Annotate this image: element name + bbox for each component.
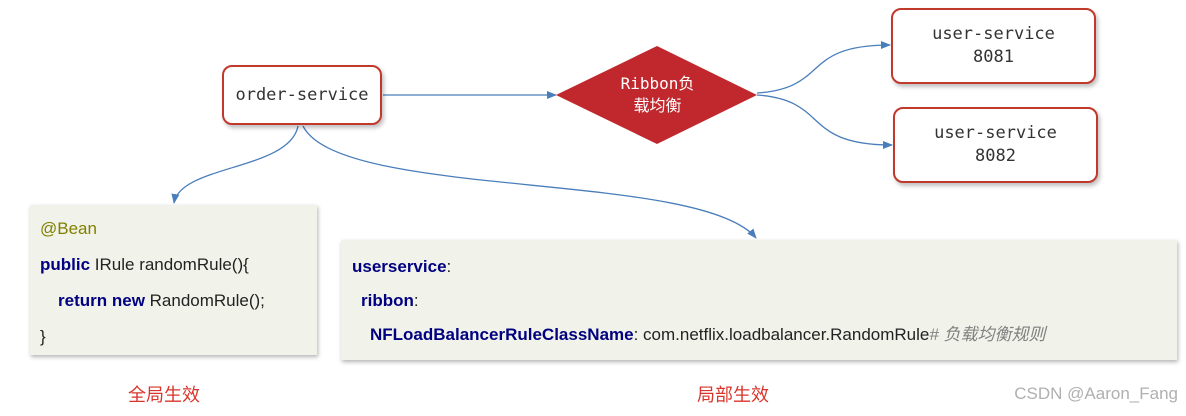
yaml-comment: # 负载均衡规则 <box>929 325 1046 344</box>
yaml-key-rule-classname: NFLoadBalancerRuleClassName <box>370 325 634 344</box>
ribbon-label: Ribbon负 载均衡 <box>595 73 720 117</box>
user-service-8082-name: user-service <box>934 123 1057 143</box>
keyword-public: public <box>40 255 91 274</box>
arrow-ribbon-to-8082 <box>756 94 893 149</box>
keyword-new: new <box>111 291 145 310</box>
order-service-node: order-service <box>222 65 382 125</box>
user-service-8081-port: 8081 <box>973 47 1014 67</box>
yaml-line-userservice: userservice: <box>352 257 1177 291</box>
user-service-8082-port: 8082 <box>975 146 1016 166</box>
arrow-order-to-global <box>171 125 299 204</box>
yaml-value-rule-class: : com.netflix.loadbalancer.RandomRule <box>633 325 930 344</box>
yaml-key-userservice: userservice <box>352 257 447 276</box>
csdn-watermark: CSDN @Aaron_Fang <box>1014 384 1178 403</box>
ribbon-diamond <box>556 46 757 144</box>
code-line-return: return new RandomRule(); <box>40 291 317 327</box>
return-expression: RandomRule(); <box>144 291 265 310</box>
yaml-key-ribbon: ribbon <box>361 291 414 310</box>
local-config-code-block: userservice: ribbon: NFLoadBalancerRuleC… <box>341 240 1177 360</box>
closing-brace: } <box>40 327 46 346</box>
yaml-line-ribbon: ribbon: <box>352 291 1177 325</box>
method-signature: IRule randomRule(){ <box>90 255 249 274</box>
global-config-code-block: @Bean public IRule randomRule(){ return … <box>30 205 317 355</box>
user-service-8081-node: user-service 8081 <box>891 8 1096 84</box>
arrow-order-to-local <box>302 125 757 239</box>
ribbon-label-line-2: 载均衡 <box>633 96 682 115</box>
caption-global-effect: 全局生效 <box>128 385 200 406</box>
bean-annotation: @Bean <box>40 219 97 238</box>
ribbon-label-line-1: Ribbon负 <box>620 74 695 93</box>
user-service-8081-name: user-service <box>932 24 1055 44</box>
yaml-colon: : <box>446 257 452 276</box>
yaml-colon: : <box>413 291 419 310</box>
keyword-return: return <box>58 291 108 310</box>
order-service-label: order-service <box>235 84 369 105</box>
code-line-close: } <box>40 327 317 363</box>
code-line-annotation: @Bean <box>40 219 317 255</box>
code-line-method: public IRule randomRule(){ <box>40 255 317 291</box>
yaml-line-rule: NFLoadBalancerRuleClassName: com.netflix… <box>352 325 1177 359</box>
user-service-8082-node: user-service 8082 <box>893 107 1098 183</box>
caption-local-effect: 局部生效 <box>697 385 769 406</box>
arrow-ribbon-to-8081 <box>756 41 891 94</box>
